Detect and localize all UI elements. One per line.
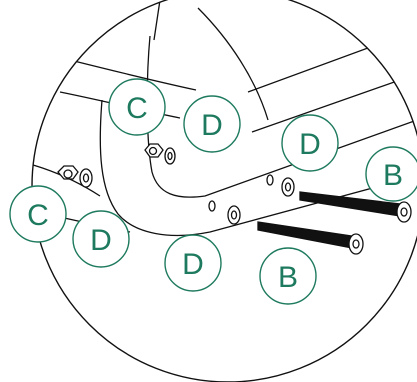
callout-b-lower: B xyxy=(259,247,317,305)
callout-d-left: D xyxy=(72,210,130,268)
callout-d-lower: D xyxy=(164,234,222,292)
callout-d-upper: D xyxy=(183,95,241,153)
callout-d-right-text: D xyxy=(299,128,321,161)
bolt-lower xyxy=(257,221,364,255)
callout-d-right: D xyxy=(281,114,339,172)
callout-c-left: C xyxy=(9,185,67,243)
callout-b-lower-text: B xyxy=(278,261,298,294)
callout-b-upper: B xyxy=(365,146,417,202)
nut-washer-top xyxy=(144,143,176,165)
callout-b-upper-text: B xyxy=(383,159,403,192)
callout-d-lower-text: D xyxy=(182,248,204,281)
callout-labels: C D D B C D D xyxy=(9,78,417,305)
washer-mid xyxy=(208,200,241,225)
callout-d-left-text: D xyxy=(90,224,112,257)
callout-c-upper-text: C xyxy=(126,92,148,125)
callout-c-left-text: C xyxy=(27,199,49,232)
callout-d-upper-text: D xyxy=(201,109,223,142)
bolt-upper xyxy=(299,191,412,223)
callout-c-upper: C xyxy=(108,78,166,136)
nut-washer-left xyxy=(57,165,93,188)
washer-right xyxy=(266,174,295,197)
